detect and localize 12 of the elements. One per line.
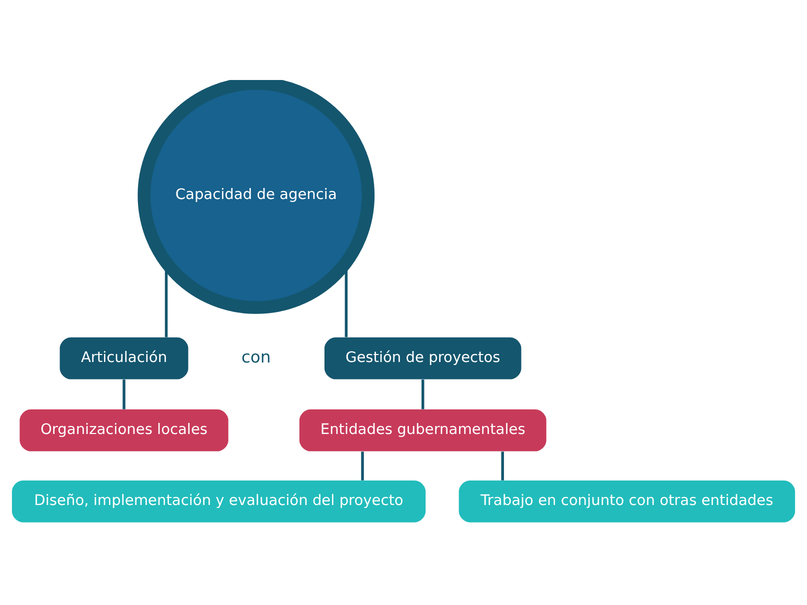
node-box: Organizaciones locales: [20, 408, 228, 451]
node-box: Articulación: [60, 336, 188, 379]
node-box: Gestión de proyectos: [324, 336, 522, 379]
connector: [361, 451, 364, 480]
node-box: Trabajo en conjunto con otras entidades: [458, 480, 796, 522]
node-box: Diseño, implementación y evaluación del proyecto: [12, 480, 426, 522]
node-circle: Capacidad de agencia: [138, 80, 375, 314]
connector: [422, 379, 424, 409]
connector: [501, 451, 504, 480]
node-box: Entidades gubernamentales: [299, 408, 546, 451]
label: con: [241, 346, 271, 366]
connector: [122, 379, 126, 409]
